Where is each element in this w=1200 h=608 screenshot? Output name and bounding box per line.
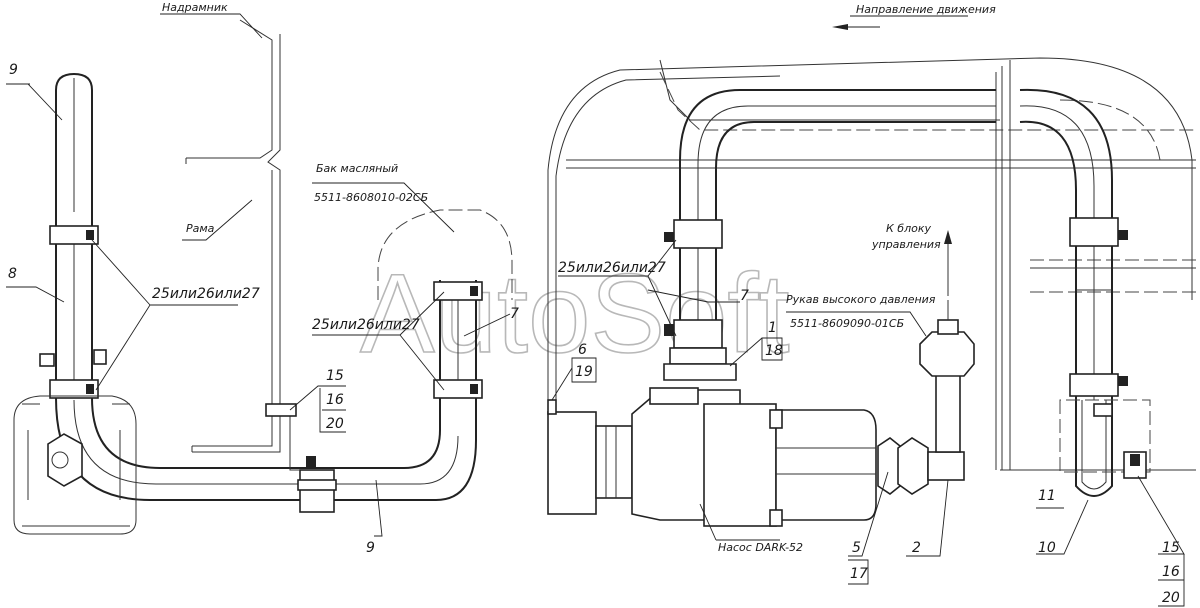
callout-18: 18 xyxy=(765,343,783,359)
callout-1: 1 xyxy=(768,320,777,336)
pump-label: Насос DARK-52 xyxy=(718,541,803,554)
pressure-hose xyxy=(877,230,975,495)
middle-pipeline xyxy=(663,89,996,381)
clamps-mid-label: 25или26или27 xyxy=(312,317,420,333)
tank-code-label: 5511-8608010-02СБ xyxy=(314,191,428,204)
hose-code-label: 5511-8609090-01СБ xyxy=(790,317,904,330)
callout-19: 19 xyxy=(575,364,593,380)
to-block-label-2: управления xyxy=(871,238,941,251)
callout-8: 8 xyxy=(8,266,17,282)
clamps-left-label: 25или26или27 xyxy=(152,286,260,302)
clamps-right-label: 25или26или27 xyxy=(558,260,666,276)
callout-10: 10 xyxy=(1038,540,1056,556)
callout-7-mid: 7 xyxy=(510,306,519,322)
cab-outline xyxy=(547,57,1196,480)
callout-16-left: 16 xyxy=(326,392,344,408)
callout-5: 5 xyxy=(852,540,861,556)
podramnik-label: Надрамник xyxy=(162,1,228,14)
callout-17: 17 xyxy=(850,566,868,582)
right-pipeline xyxy=(1019,88,1151,497)
oil-tank-outline xyxy=(377,209,513,300)
left-leaders xyxy=(6,13,511,537)
frame-profile xyxy=(185,19,281,453)
callout-20-left: 20 xyxy=(326,416,344,432)
callout-2: 2 xyxy=(912,540,921,556)
callout-16-right: 16 xyxy=(1162,564,1180,580)
callout-20-right: 20 xyxy=(1162,590,1180,606)
callout-7-right: 7 xyxy=(740,288,749,304)
pump-body xyxy=(547,387,877,527)
callout-15-right: 15 xyxy=(1162,540,1180,556)
to-block-label-1: К блоку xyxy=(886,222,931,235)
left-valve-block xyxy=(13,395,137,535)
callout-6: 6 xyxy=(578,342,587,358)
frame-label: Рама xyxy=(186,222,215,235)
right-leaders xyxy=(551,15,1185,607)
callout-9-top: 9 xyxy=(9,62,18,78)
direction-label: Направление движения xyxy=(856,3,996,16)
callout-15-left: 15 xyxy=(326,368,344,384)
left-pipeline xyxy=(39,72,483,513)
callout-11: 11 xyxy=(1038,488,1056,504)
tank-title-label: Бак масляный xyxy=(316,162,398,175)
callout-9-bottom: 9 xyxy=(366,540,375,556)
hose-title-label: Рукав высокого давления xyxy=(786,293,936,306)
